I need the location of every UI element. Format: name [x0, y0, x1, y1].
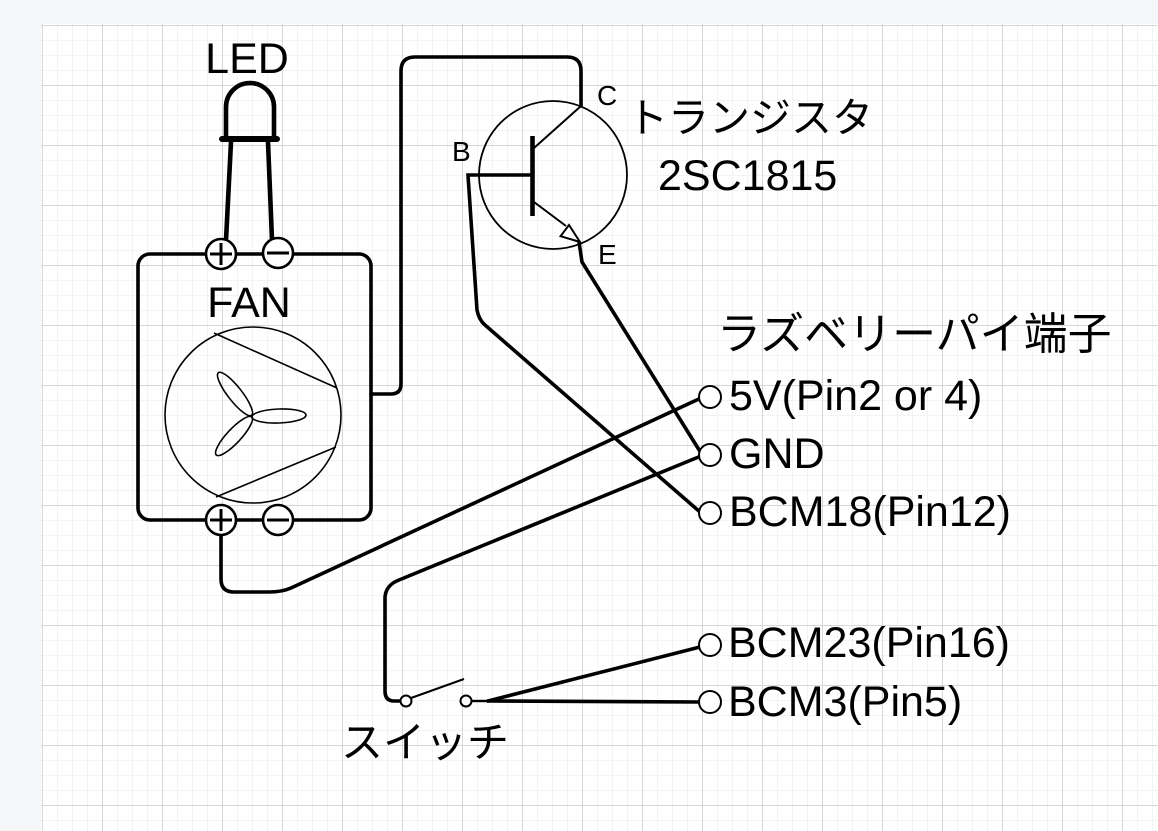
switch-contact-right [459, 694, 473, 708]
plus-icon [210, 509, 232, 531]
emitter-arrow-icon [558, 223, 583, 244]
gpio-terminals: ラズベリーパイ端子 5V(Pin2 or 4) GND BCM18(Pin12)… [698, 310, 1112, 726]
gpio-pin-bcm3-label: BCM3(Pin5) [728, 678, 962, 726]
fan-blade-lower-left [214, 415, 254, 457]
gpio-pin-bcm18-circle [698, 501, 722, 525]
transistor-caption[interactable]: トランジスタ 2SC1815 [627, 95, 873, 200]
led-dome [223, 80, 277, 138]
gpio-pin-5v-circle [698, 385, 722, 409]
led-label: LED [205, 35, 289, 83]
drawing-canvas[interactable] [41, 24, 1158, 831]
switch-contact-left [399, 694, 413, 708]
gpio-header: ラズベリーパイ端子 [717, 310, 1112, 359]
gpio-pin-bcm18-label: BCM18(Pin12) [729, 488, 1011, 536]
gpio-pin-5v-label: 5V(Pin2 or 4) [729, 372, 982, 420]
fan-terminal-top-plus[interactable] [204, 237, 238, 271]
switch-lever [410, 678, 465, 699]
gpio-pin-bcm3-circle [698, 690, 722, 714]
fan-icon-ring [164, 326, 342, 504]
gpio-pin-bcm23-label: BCM23(Pin16) [728, 619, 1010, 667]
fan-blade-right [251, 408, 307, 424]
gpio-pin-bcm3[interactable]: BCM3(Pin5) [698, 678, 962, 726]
transistor-title: トランジスタ [627, 95, 873, 141]
switch-symbol[interactable]: スイッチ [341, 678, 509, 766]
transistor-pin-b: B [452, 136, 471, 167]
gpio-pin-bcm23[interactable]: BCM23(Pin16) [698, 619, 1010, 667]
transistor-pin-c: C [597, 80, 617, 111]
fan-terminal-bottom-plus[interactable] [204, 503, 238, 537]
wire-fan-plus-to-5v[interactable] [219, 396, 703, 594]
wire-switch-to-bcm23[interactable] [486, 645, 702, 703]
wire-fan-to-collector[interactable] [369, 55, 583, 396]
fan-label: FAN [207, 279, 291, 327]
led-symbol[interactable]: LED [205, 35, 289, 241]
fan-icon [164, 326, 342, 504]
gpio-pin-gnd-label: GND [729, 430, 825, 478]
fan-body [136, 252, 373, 522]
fan-blade-upper-left [216, 371, 254, 417]
wire-base-to-bcm18[interactable] [466, 173, 702, 514]
transistor-symbol[interactable]: B C E [452, 80, 628, 270]
gpio-pin-5v[interactable]: 5V(Pin2 or 4) [698, 372, 982, 420]
fan-terminal-top-minus[interactable] [261, 236, 295, 270]
wire-emitter-to-gnd[interactable] [577, 240, 703, 455]
led-leg-anode [223, 141, 234, 241]
transistor-pin-e: E [598, 239, 617, 270]
plus-icon [210, 243, 232, 265]
wire-gnd-to-switch[interactable] [383, 454, 703, 703]
transistor-collector-line [533, 105, 582, 149]
switch-label: スイッチ [341, 719, 509, 766]
fan-icon-chord-bottom [215, 446, 337, 498]
wire-switch-to-bcm3[interactable] [486, 699, 702, 704]
gpio-pin-bcm18[interactable]: BCM18(Pin12) [698, 488, 1011, 536]
transistor-model: 2SC1815 [658, 152, 837, 200]
transistor-circle [478, 100, 628, 250]
fan-component[interactable]: FAN [136, 236, 373, 537]
gpio-pin-bcm23-circle [698, 633, 722, 657]
gpio-pin-gnd-circle [698, 443, 722, 467]
fan-icon-chord-top [213, 332, 338, 389]
transistor-emitter-line [533, 201, 567, 227]
gpio-pin-gnd[interactable]: GND [698, 430, 825, 478]
wires [219, 55, 703, 704]
led-leg-cathode [265, 141, 275, 241]
fan-terminal-bottom-minus[interactable] [261, 503, 295, 537]
